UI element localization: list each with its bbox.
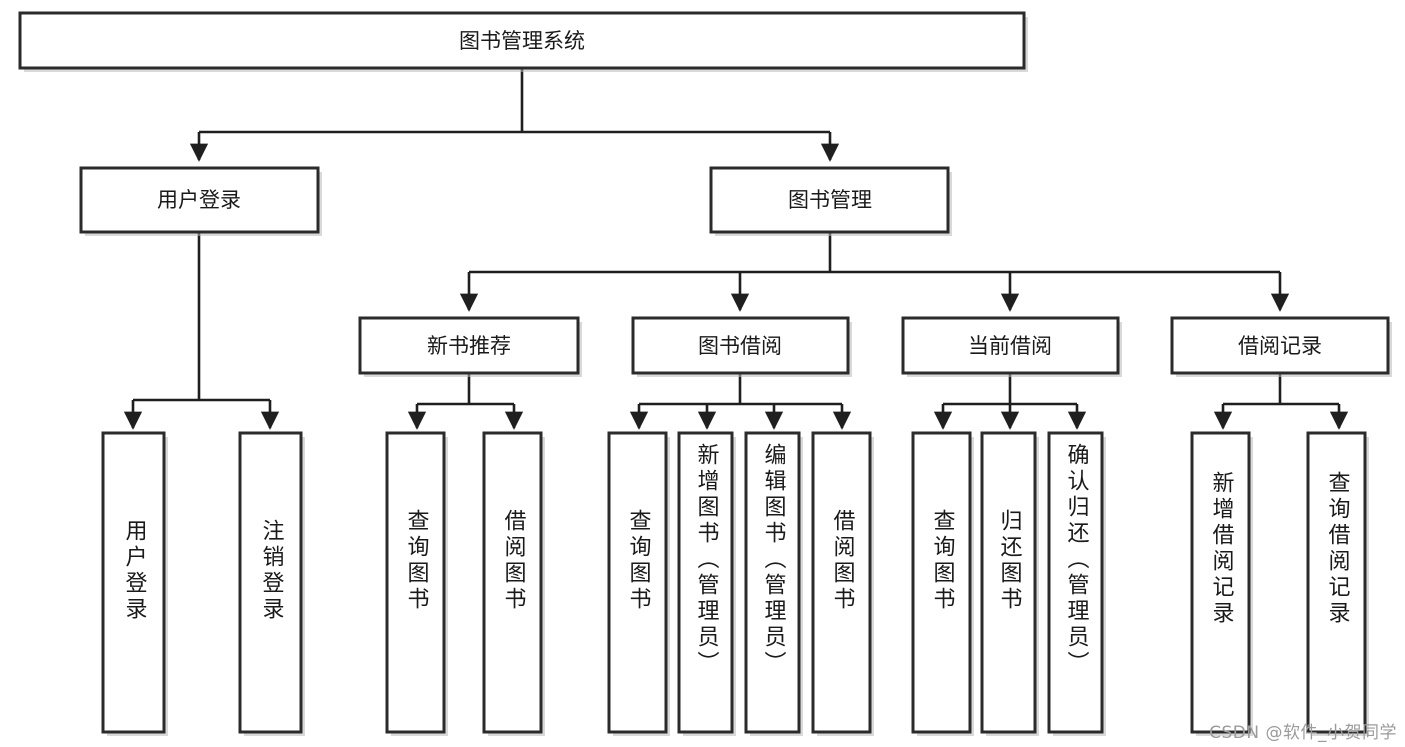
node-book-manage-label: 图书管理 [788,188,872,212]
leaf-node-user-login-2[interactable] [238,431,305,736]
node-borrow-record-label: 借阅记录 [1238,334,1322,358]
leaf-node-current-borrow-3[interactable] [1047,431,1106,736]
node-current-borrow-label: 当前借阅 [968,334,1052,358]
node-user-login[interactable]: 用户登录 [79,166,322,236]
leaf-node-book-borrow-3[interactable] [744,431,803,736]
connector-layer [123,68,1349,430]
node-current-borrow[interactable]: 当前借阅 [901,316,1122,377]
leaf-node-current-borrow-1[interactable] [911,431,974,736]
node-book-borrow[interactable]: 图书借阅 [631,316,852,377]
node-book-borrow-label: 图书借阅 [698,334,782,358]
leaf-node-user-login-1[interactable] [101,431,168,736]
leaf-node-book-borrow-1[interactable] [607,431,670,736]
node-layer: 图书管理系统 用户登录 图书管理 新书推荐 [18,11,1392,736]
node-borrow-record[interactable]: 借阅记录 [1170,316,1392,377]
node-new-book-recommend-label: 新书推荐 [427,334,511,358]
leaf-node-new-book-1[interactable] [385,431,448,736]
node-user-login-label: 用户登录 [157,188,241,212]
node-root-label: 图书管理系统 [459,29,585,53]
leaf-node-current-borrow-2[interactable] [980,431,1039,736]
watermark-text: CSDN @软件_小贺同学 [1209,723,1397,743]
leaf-node-borrow-record-2[interactable] [1306,431,1369,736]
node-root[interactable]: 图书管理系统 [18,11,1028,72]
node-new-book-recommend[interactable]: 新书推荐 [358,316,582,377]
leaf-node-book-borrow-2[interactable] [677,431,736,736]
leaf-node-book-borrow-4[interactable] [811,431,874,736]
leaf-node-borrow-record-1[interactable] [1190,431,1253,736]
leaf-node-new-book-2[interactable] [482,431,545,736]
node-book-manage[interactable]: 图书管理 [709,166,952,236]
